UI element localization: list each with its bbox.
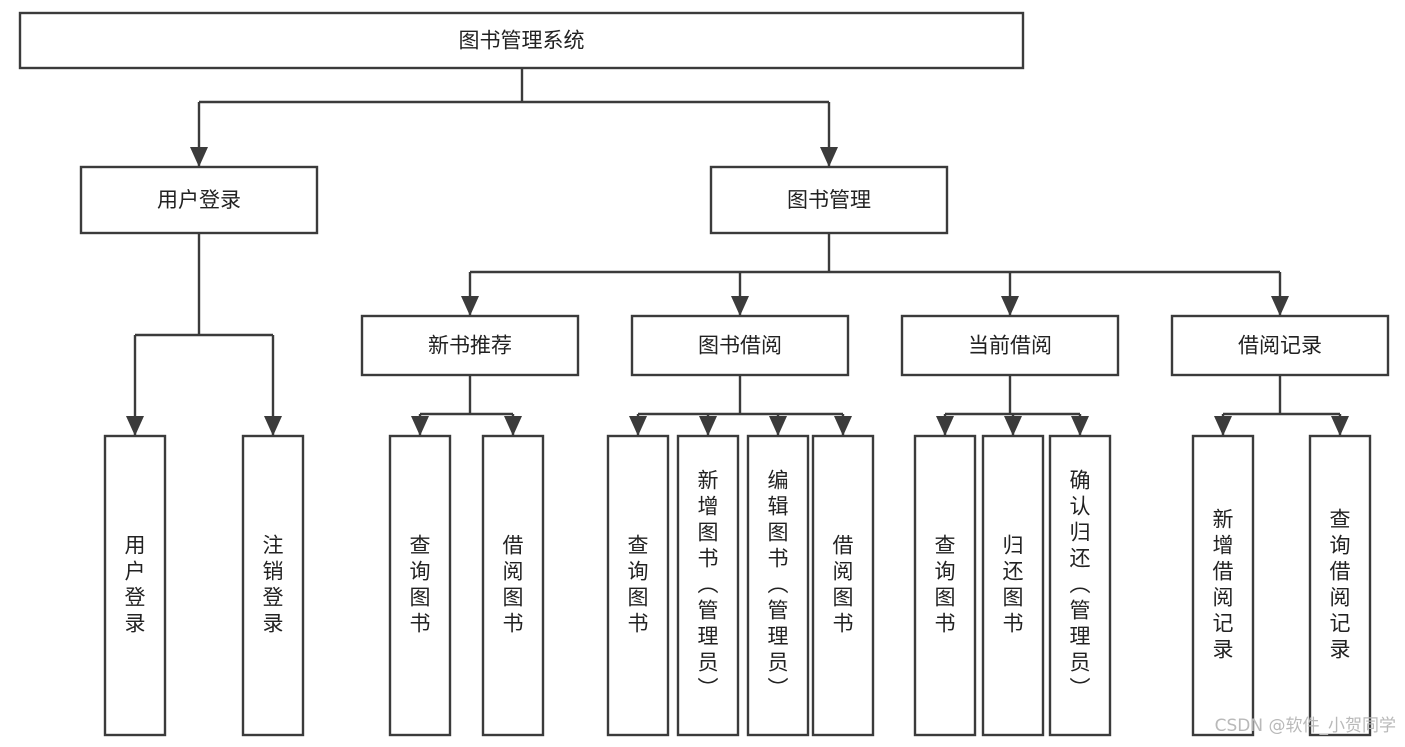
arrow-head-icon: [504, 416, 522, 436]
node-label-leaf-add-book-admin: 新增图书︵管理员︶: [698, 469, 719, 701]
arrow-head-icon: [1001, 296, 1019, 316]
node-box-leaf-cur-query-book[interactable]: [913, 434, 977, 737]
arrow-head-icon: [1331, 416, 1349, 436]
node-box-leaf-edit-book-admin[interactable]: [746, 434, 810, 737]
node-label-root: 图书管理系统: [459, 29, 585, 53]
arrow-head-icon: [820, 147, 838, 167]
node-new-book-recommend[interactable]: 新书推荐: [360, 314, 580, 377]
node-label-book-borrow: 图书借阅: [698, 334, 782, 358]
node-leaf-edit-book-admin[interactable]: 编辑图书︵管理员︶: [746, 434, 810, 737]
node-leaf-logout[interactable]: 注销登录: [241, 434, 305, 737]
node-box-current-borrow[interactable]: [900, 314, 1120, 377]
node-leaf-borrow-query-book[interactable]: 查询图书: [606, 434, 670, 737]
node-box-book-borrow[interactable]: [630, 314, 850, 377]
arrow-head-icon: [461, 296, 479, 316]
node-book-manage[interactable]: 图书管理: [709, 165, 949, 235]
arrow-head-icon: [699, 416, 717, 436]
node-box-leaf-query-borrow-record[interactable]: [1308, 434, 1372, 737]
node-label-leaf-rec-borrow-book: 借阅图书: [503, 534, 524, 636]
node-label-book-manage: 图书管理: [787, 188, 871, 212]
node-label-leaf-edit-book-admin: 编辑图书︵管理员︶: [768, 469, 789, 701]
node-root[interactable]: 图书管理系统: [18, 11, 1025, 70]
node-box-leaf-borrow-query-book[interactable]: [606, 434, 670, 737]
node-leaf-cur-query-book[interactable]: 查询图书: [913, 434, 977, 737]
node-leaf-add-book-admin[interactable]: 新增图书︵管理员︶: [676, 434, 740, 737]
node-leaf-rec-borrow-book[interactable]: 借阅图书: [481, 434, 545, 737]
arrow-head-icon: [936, 416, 954, 436]
arrow-head-icon: [731, 296, 749, 316]
node-current-borrow[interactable]: 当前借阅: [900, 314, 1120, 377]
node-label-leaf-add-borrow-record: 新增借阅记录: [1213, 508, 1234, 662]
node-box-leaf-logout[interactable]: [241, 434, 305, 737]
node-leaf-confirm-return-admin[interactable]: 确认归还︵管理员︶: [1048, 434, 1112, 737]
node-label-borrow-record: 借阅记录: [1238, 334, 1322, 358]
node-label-leaf-logout: 注销登录: [263, 534, 284, 636]
node-label-leaf-borrow-book: 借阅图书: [833, 534, 854, 636]
node-leaf-add-borrow-record[interactable]: 新增借阅记录: [1191, 434, 1255, 737]
node-box-user-login[interactable]: [79, 165, 319, 235]
arrow-head-icon: [1071, 416, 1089, 436]
node-label-user-login: 用户登录: [157, 188, 241, 212]
arrow-head-icon: [1004, 416, 1022, 436]
node-label-leaf-rec-query-book: 查询图书: [410, 534, 431, 636]
arrow-head-icon: [190, 147, 208, 167]
node-label-leaf-query-borrow-record: 查询借阅记录: [1330, 508, 1351, 662]
nodes-layer: 图书管理系统用户登录图书管理新书推荐图书借阅当前借阅借阅记录用户登录注销登录查询…: [18, 11, 1390, 737]
node-box-book-manage[interactable]: [709, 165, 949, 235]
arrow-head-icon: [769, 416, 787, 436]
node-leaf-return-book[interactable]: 归还图书: [981, 434, 1045, 737]
arrow-head-icon: [264, 416, 282, 436]
node-box-borrow-record[interactable]: [1170, 314, 1390, 377]
node-label-new-book-recommend: 新书推荐: [428, 334, 512, 358]
node-label-leaf-return-book: 归还图书: [1003, 534, 1024, 636]
arrow-head-icon: [1271, 296, 1289, 316]
arrow-head-icon: [126, 416, 144, 436]
node-box-leaf-rec-borrow-book[interactable]: [481, 434, 545, 737]
node-box-leaf-add-book-admin[interactable]: [676, 434, 740, 737]
arrow-head-icon: [411, 416, 429, 436]
node-box-leaf-borrow-book[interactable]: [811, 434, 875, 737]
node-leaf-query-borrow-record[interactable]: 查询借阅记录: [1308, 434, 1372, 737]
node-box-root[interactable]: [18, 11, 1025, 70]
arrow-head-icon: [629, 416, 647, 436]
node-label-current-borrow: 当前借阅: [968, 334, 1052, 358]
arrow-head-icon: [834, 416, 852, 436]
arrow-head-icon: [1214, 416, 1232, 436]
node-box-leaf-confirm-return-admin[interactable]: [1048, 434, 1112, 737]
node-user-login[interactable]: 用户登录: [79, 165, 319, 235]
node-label-leaf-user-login: 用户登录: [125, 534, 146, 636]
node-box-leaf-add-borrow-record[interactable]: [1191, 434, 1255, 737]
node-label-leaf-borrow-query-book: 查询图书: [628, 534, 649, 636]
node-box-leaf-user-login[interactable]: [103, 434, 167, 737]
node-label-leaf-confirm-return-admin: 确认归还︵管理员︶: [1070, 469, 1091, 701]
csdn-watermark: CSDN @软件_小贺同学: [1215, 716, 1396, 736]
node-box-leaf-return-book[interactable]: [981, 434, 1045, 737]
node-book-borrow[interactable]: 图书借阅: [630, 314, 850, 377]
node-leaf-rec-query-book[interactable]: 查询图书: [388, 434, 452, 737]
node-label-leaf-cur-query-book: 查询图书: [935, 534, 956, 636]
node-box-new-book-recommend[interactable]: [360, 314, 580, 377]
node-leaf-user-login[interactable]: 用户登录: [103, 434, 167, 737]
node-borrow-record[interactable]: 借阅记录: [1170, 314, 1390, 377]
node-leaf-borrow-book[interactable]: 借阅图书: [811, 434, 875, 737]
connectors-layer: [126, 68, 1349, 436]
node-box-leaf-rec-query-book[interactable]: [388, 434, 452, 737]
